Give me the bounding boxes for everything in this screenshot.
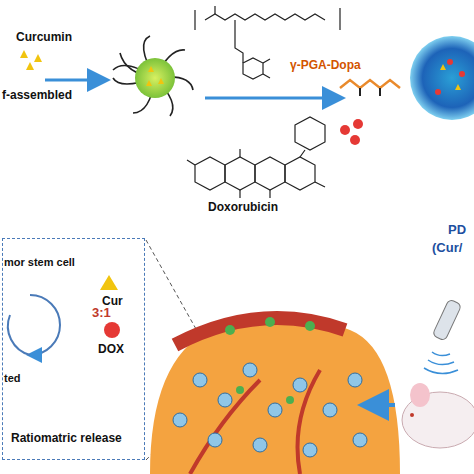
compound-label: Curcumin (16, 30, 72, 44)
panel-title: Ratiomatric release (11, 431, 122, 445)
polymer-label: γ-PGA-Dopa (290, 58, 361, 72)
cell-label: ted (4, 372, 21, 384)
formulation-label: PD (448, 222, 466, 237)
formulation-label: (Cur/ (432, 240, 462, 255)
drug-label: DOX (98, 342, 124, 356)
process-label: f-assembled (2, 88, 72, 102)
ratio-label: 3:1 (92, 305, 111, 320)
cell-label: mor stem cell (4, 256, 75, 268)
compound-label: Doxorubicin (208, 200, 278, 214)
